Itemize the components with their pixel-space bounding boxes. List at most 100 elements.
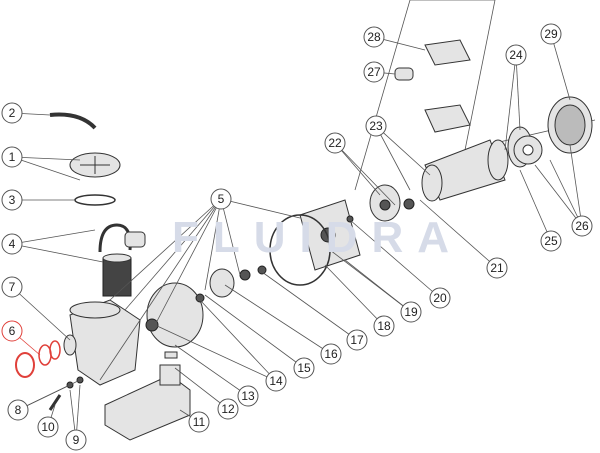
- callout-circle: [346, 329, 368, 351]
- leader-line: [519, 169, 552, 242]
- callout-13: 13: [237, 385, 259, 407]
- callout-circle: [320, 343, 342, 365]
- leader-line: [419, 199, 498, 269]
- callout-23: 23: [365, 115, 387, 137]
- leader-line: [11, 243, 104, 263]
- callout-circle: [363, 61, 385, 83]
- leader-line: [109, 198, 222, 301]
- callout-circle: [363, 26, 385, 48]
- callout-circle: [1, 189, 23, 211]
- leader-line: [550, 33, 571, 101]
- callout-number: 8: [15, 403, 22, 417]
- callout-circle: [1, 320, 23, 342]
- lid-wrench: [49, 112, 97, 130]
- callout-number: 25: [544, 234, 558, 248]
- callout-circle: [1, 102, 23, 124]
- callout-19: 19: [400, 301, 422, 323]
- small-seal-parts: [145, 198, 415, 332]
- callout-18: 18: [373, 315, 395, 337]
- callout-15: 15: [293, 357, 315, 379]
- callout-circle: [429, 287, 451, 309]
- leader-line: [504, 54, 517, 151]
- callout-number: 19: [404, 305, 418, 319]
- callout-28: 28: [363, 26, 385, 48]
- callout-circle: [540, 23, 562, 45]
- capacitor: [394, 67, 414, 81]
- fan: [513, 135, 543, 165]
- leader-line: [11, 156, 81, 181]
- callout-circle: [373, 315, 395, 337]
- callout-circle: [540, 230, 562, 252]
- callout-circle: [1, 233, 23, 255]
- callout-number: 6: [9, 324, 16, 338]
- impeller: [209, 268, 235, 298]
- callout-3: 3: [1, 189, 23, 211]
- callout-number: 23: [369, 119, 383, 133]
- leader-line: [124, 198, 222, 311]
- callout-circle: [571, 215, 593, 237]
- callout-10: 10: [37, 416, 59, 438]
- callout-circle: [265, 370, 287, 392]
- callout-circle: [365, 115, 387, 137]
- callout-number: 14: [269, 374, 283, 388]
- callout-circle: [486, 257, 508, 279]
- callout-1: 1: [1, 146, 23, 168]
- callout-22: 22: [324, 132, 346, 154]
- callout-number: 13: [241, 389, 255, 403]
- callout-number: 16: [324, 347, 338, 361]
- leader-line: [349, 219, 441, 299]
- leader-line: [220, 198, 241, 276]
- seal-plate: [299, 199, 361, 271]
- callout-circle: [324, 132, 346, 154]
- callout-27: 27: [363, 61, 385, 83]
- callout-number: 22: [328, 136, 342, 150]
- leader-line: [99, 198, 222, 381]
- callout-circle: [237, 385, 259, 407]
- terminal-box-base: [424, 104, 471, 133]
- lid: [69, 152, 121, 178]
- callout-9: 9: [65, 429, 87, 451]
- callout-number: 12: [221, 402, 235, 416]
- pump-body: [63, 299, 141, 386]
- leader-line: [334, 142, 396, 206]
- callout-6: 6: [1, 320, 23, 342]
- callout-circle: [188, 411, 210, 433]
- callout-24: 24: [505, 44, 527, 66]
- callout-number: 24: [509, 48, 523, 62]
- callout-number: 28: [367, 30, 381, 44]
- callout-26: 26: [571, 215, 593, 237]
- callout-25: 25: [540, 230, 562, 252]
- fan-cover: [547, 96, 593, 154]
- leader-line: [204, 198, 222, 291]
- callout-number: 3: [9, 193, 16, 207]
- diffuser: [146, 282, 204, 348]
- base-support: [159, 351, 181, 386]
- callout-number: 5: [218, 192, 225, 206]
- callout-circle: [1, 276, 23, 298]
- callout-circle: [210, 188, 232, 210]
- callout-circle: [1, 146, 23, 168]
- leader-line: [199, 299, 277, 382]
- motor: [421, 139, 509, 202]
- leader-line: [11, 286, 71, 341]
- callout-number: 7: [9, 280, 16, 294]
- callout-14: 14: [265, 370, 287, 392]
- callout-number: 11: [193, 415, 206, 429]
- leader-line: [17, 379, 81, 411]
- callout-circle: [37, 416, 59, 438]
- callout-number: 15: [297, 361, 311, 375]
- callout-number: 26: [575, 219, 589, 233]
- callout-number: 4: [9, 237, 16, 251]
- callout-number: 20: [433, 291, 447, 305]
- callout-2: 2: [1, 102, 23, 124]
- lid-o-ring: [74, 194, 116, 206]
- callout-number: 10: [41, 420, 55, 434]
- terminal-box-cover: [424, 39, 471, 66]
- leader-line: [154, 324, 277, 382]
- callout-number: 9: [73, 433, 80, 447]
- leader-line: [534, 164, 583, 227]
- callout-number: 17: [350, 333, 364, 347]
- callout-17: 17: [346, 329, 368, 351]
